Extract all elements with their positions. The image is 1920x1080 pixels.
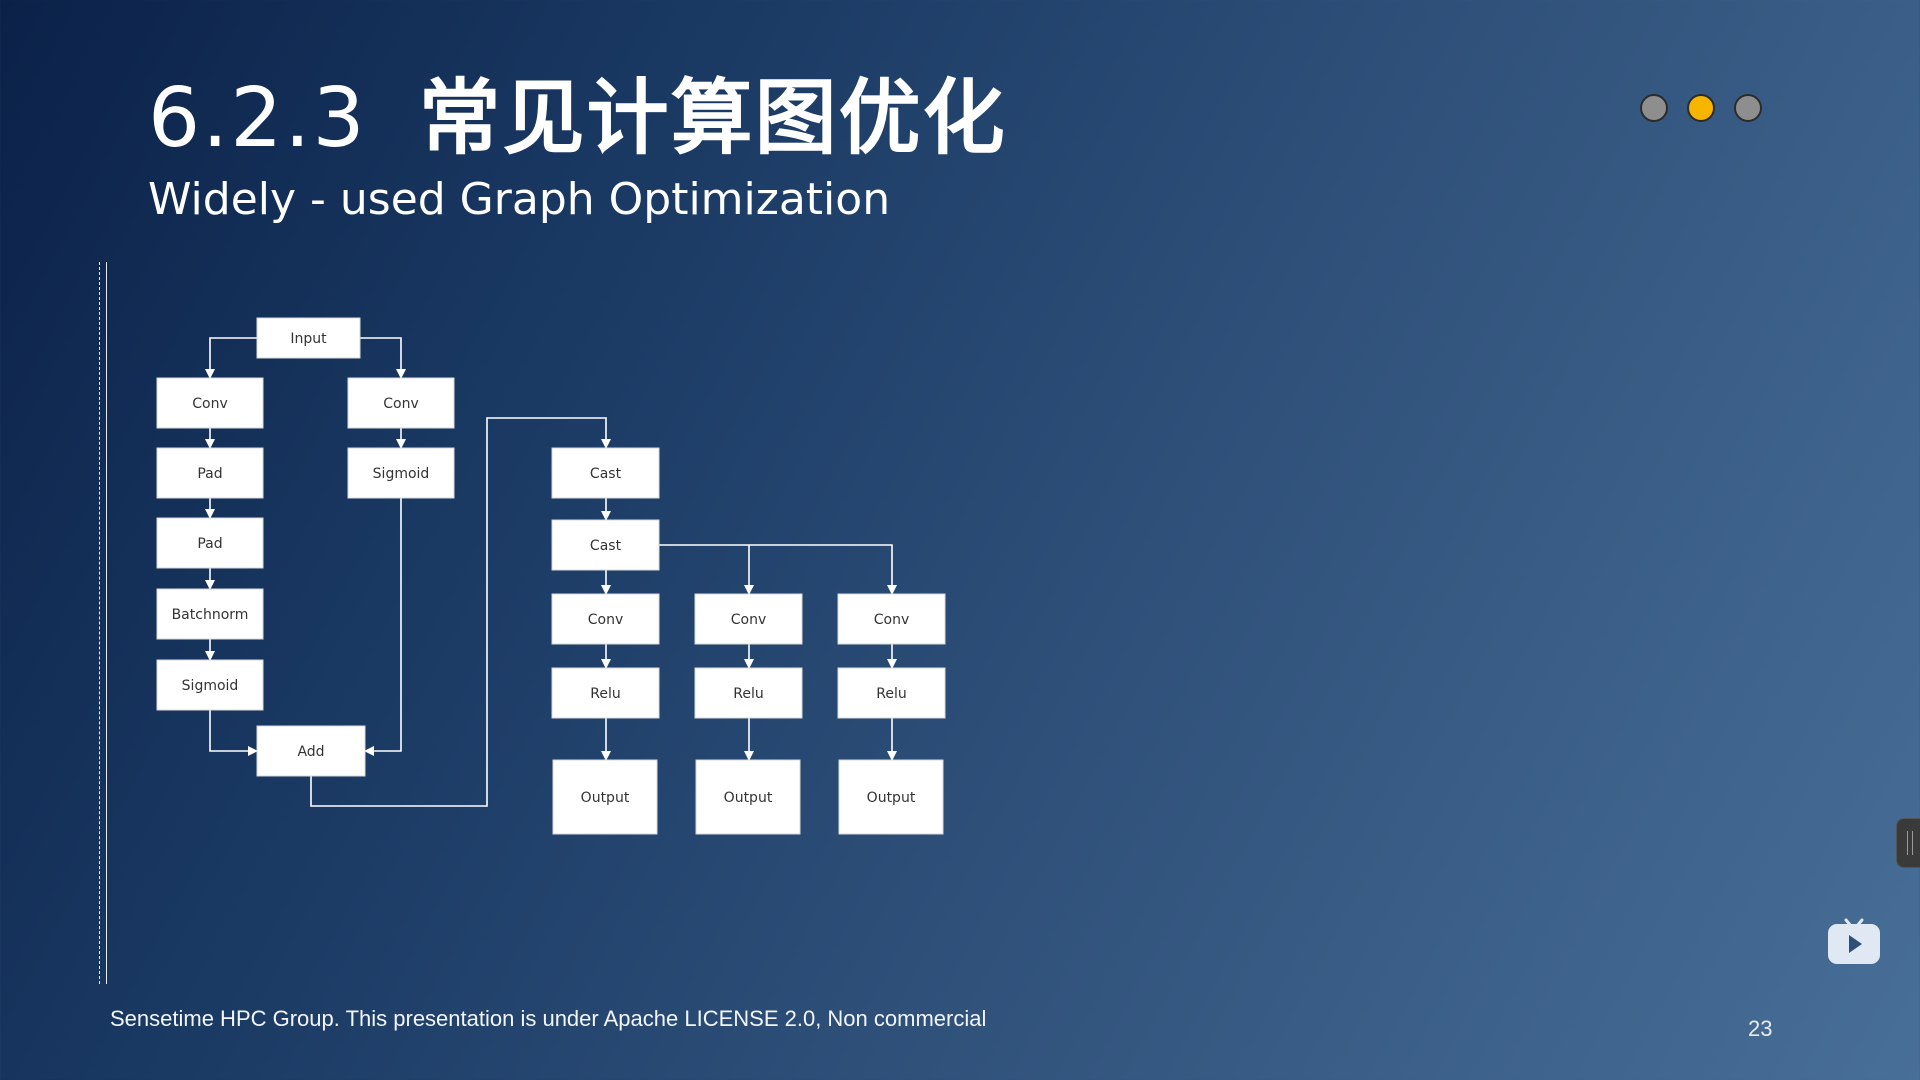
node-cast-1-label: Cast xyxy=(590,466,622,482)
node-relu-1-label: Relu xyxy=(590,686,620,702)
node-conv-a: Conv xyxy=(156,377,264,429)
node-relu-3: Relu xyxy=(837,667,946,719)
node-cast-2-label: Cast xyxy=(590,538,622,554)
node-output-3-label: Output xyxy=(867,790,916,806)
node-batchnorm-label: Batchnorm xyxy=(172,607,249,623)
node-input-label: Input xyxy=(290,331,327,347)
edge-input-conv-b xyxy=(360,337,406,379)
divider-solid xyxy=(106,262,107,984)
node-conv-1-label: Conv xyxy=(588,612,624,628)
node-relu-1: Relu xyxy=(551,667,660,719)
edge-cast-2-conv-2 xyxy=(659,544,897,595)
node-add: Add xyxy=(256,725,366,777)
node-input: Input xyxy=(256,317,361,359)
node-pad-2: Pad xyxy=(156,517,264,569)
node-sigmoid-b: Sigmoid xyxy=(347,447,455,499)
node-sigmoid-a-label: Sigmoid xyxy=(182,678,239,694)
node-sigmoid-a: Sigmoid xyxy=(156,659,264,711)
node-conv-1: Conv xyxy=(551,593,660,645)
edge-sigmoid-b-add xyxy=(364,498,402,756)
node-conv-a-label: Conv xyxy=(192,396,228,412)
node-cast-2: Cast xyxy=(551,519,660,571)
slide-subtitle: Widely - used Graph Optimization xyxy=(148,174,891,225)
node-sigmoid-b-label: Sigmoid xyxy=(373,466,430,482)
node-output-1: Output xyxy=(552,759,658,835)
edge-sigmoid-a-add xyxy=(209,710,258,756)
node-pad-1-label: Pad xyxy=(197,466,222,482)
divider-dashed xyxy=(99,262,100,984)
node-add-label: Add xyxy=(297,744,324,760)
node-conv-3-label: Conv xyxy=(874,612,910,628)
node-conv-2-label: Conv xyxy=(731,612,767,628)
node-output-3: Output xyxy=(838,759,944,835)
edge-input-conv-a xyxy=(205,337,257,379)
node-batchnorm: Batchnorm xyxy=(156,588,264,640)
node-conv-2: Conv xyxy=(694,593,803,645)
edge-add-cast-1 xyxy=(310,417,611,807)
page-number: 23 xyxy=(1748,1016,1773,1041)
nav-dot-2-active[interactable] xyxy=(1687,94,1715,122)
node-output-1-label: Output xyxy=(581,790,630,806)
node-output-2: Output xyxy=(695,759,801,835)
nav-dot-1[interactable] xyxy=(1640,94,1668,122)
side-handle[interactable] xyxy=(1896,818,1920,868)
node-output-2-label: Output xyxy=(724,790,773,806)
node-relu-2-label: Relu xyxy=(733,686,763,702)
nav-dot-3[interactable] xyxy=(1734,94,1762,122)
node-relu-3-label: Relu xyxy=(876,686,906,702)
title-text: 常见计算图优化 xyxy=(418,71,1007,166)
node-conv-b: Conv xyxy=(347,377,455,429)
node-conv-b-label: Conv xyxy=(383,396,419,412)
title-number: 6.2.3 xyxy=(148,71,367,166)
node-pad-2-label: Pad xyxy=(197,536,222,552)
player-tv-icon[interactable] xyxy=(1826,912,1882,968)
node-relu-2: Relu xyxy=(694,667,803,719)
node-pad-1: Pad xyxy=(156,447,264,499)
graph-edges xyxy=(205,337,897,807)
node-conv-3: Conv xyxy=(837,593,946,645)
node-cast-1: Cast xyxy=(551,447,660,499)
footer-license: Sensetime HPC Group. This presentation i… xyxy=(110,1006,987,1031)
slide-nav-dots xyxy=(1640,94,1762,122)
